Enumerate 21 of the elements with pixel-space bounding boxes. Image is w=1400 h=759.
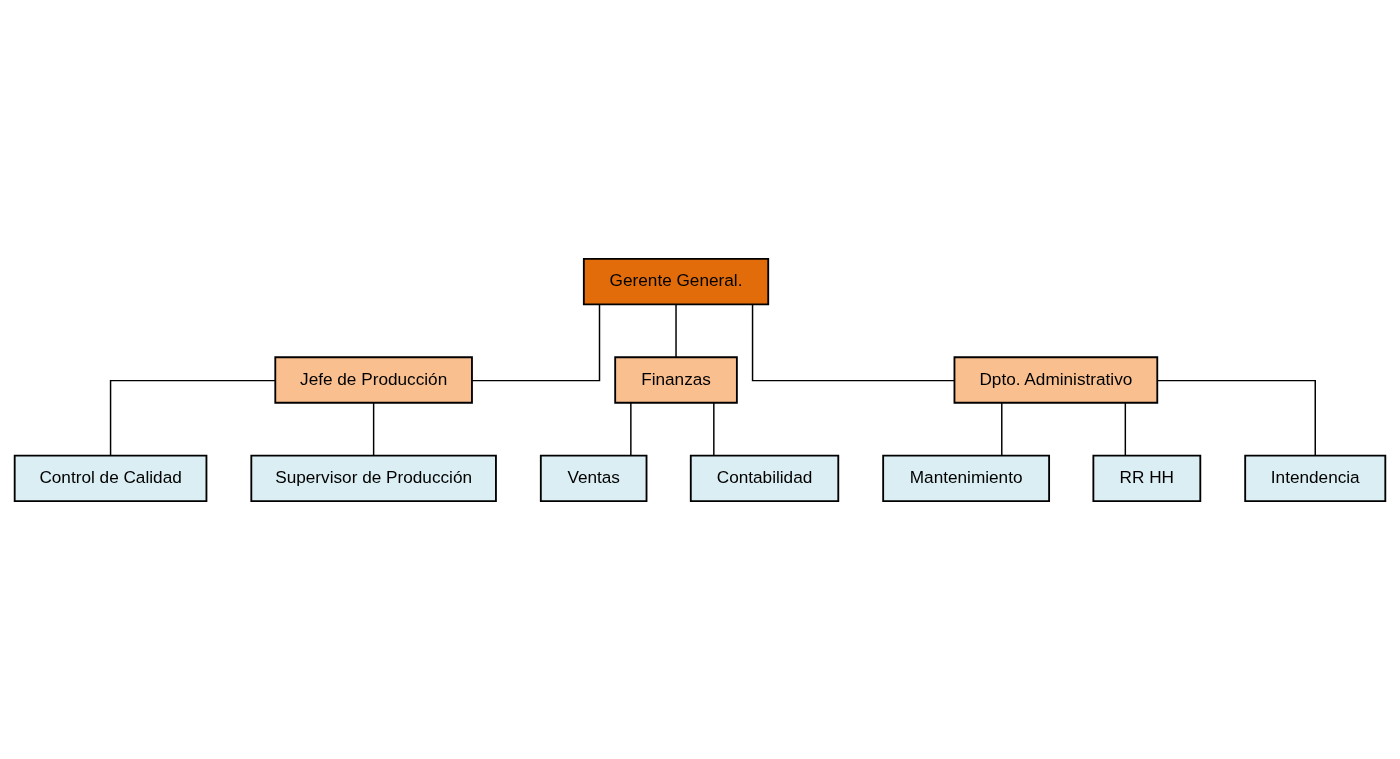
node-box: Gerente General.	[582, 257, 770, 305]
connector	[109, 379, 276, 456]
node-box: Finanzas	[614, 355, 738, 404]
node-box: Mantenimiento	[882, 454, 1051, 502]
node-box: Supervisor de Producción	[250, 454, 497, 502]
connector	[1156, 379, 1316, 456]
connector	[1001, 401, 1003, 456]
connector	[630, 401, 632, 456]
node-box: RR HH	[1092, 454, 1202, 502]
node-box: Contabilidad	[689, 454, 840, 502]
connector	[713, 401, 715, 456]
node-box: Jefe de Producción	[274, 355, 473, 404]
connector	[372, 401, 375, 456]
node-box: Control de Calidad	[13, 454, 208, 502]
connector	[675, 303, 677, 358]
node-box: Dpto. Administrativo	[953, 355, 1159, 404]
connector	[471, 303, 601, 381]
connector	[1124, 401, 1127, 456]
node-box: Intendencia	[1244, 454, 1387, 502]
connector	[751, 303, 956, 381]
node-box: Ventas	[539, 454, 648, 502]
